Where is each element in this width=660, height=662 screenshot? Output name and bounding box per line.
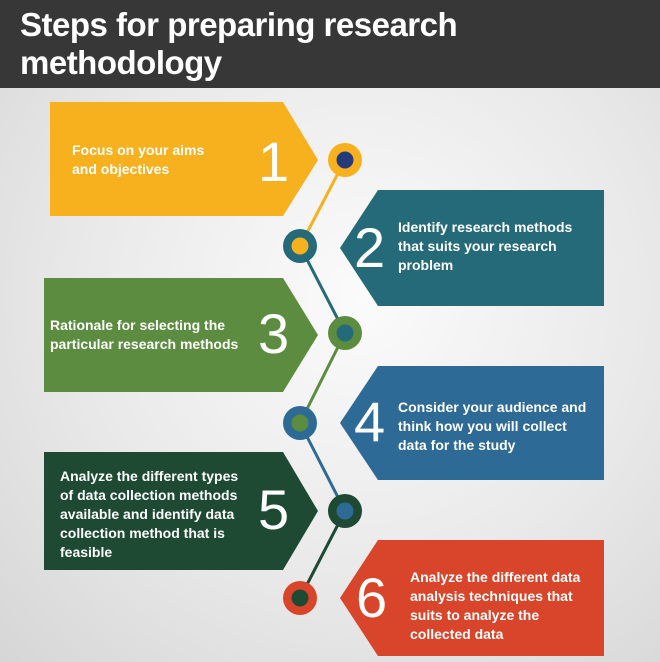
step-6-number: 6	[356, 566, 388, 629]
step-6-text: Analyze the different data analysis tech…	[410, 569, 581, 642]
step-3-text: Rationale for selecting the particular r…	[50, 317, 239, 352]
step-1-text: Focus on your aims and objectives	[72, 142, 205, 177]
step-4-text: Consider your audience and think how you…	[398, 399, 587, 453]
step-2-text: Identify research methods that suits you…	[398, 219, 573, 273]
node-6-circle	[283, 581, 317, 615]
step-4-arrow-shape	[340, 366, 604, 480]
step-2-arrow-shape	[340, 190, 604, 306]
step-6-arrow-shape	[340, 540, 604, 656]
step-3-number: 3	[258, 302, 290, 365]
step-5-arrow-shape	[44, 452, 318, 570]
step-3-arrow-shape	[44, 278, 318, 392]
node-5-circle	[328, 494, 362, 528]
step-2-number: 2	[354, 216, 386, 279]
step-4-number: 4	[354, 390, 386, 453]
node-2-circle	[283, 229, 317, 263]
node-1-circle	[328, 143, 362, 177]
step-1-arrow-shape	[50, 102, 318, 216]
page-title: Steps for preparing research methodology	[20, 6, 458, 81]
step-5-number: 5	[258, 478, 290, 541]
node-4-circle	[283, 406, 317, 440]
node-3-circle	[328, 316, 362, 350]
connector-line	[298, 159, 347, 599]
step-5-text: Analyze the different types of data coll…	[60, 468, 239, 560]
step-1-number: 1	[258, 130, 290, 193]
header-bar: Steps for preparing research methodology	[0, 0, 660, 88]
